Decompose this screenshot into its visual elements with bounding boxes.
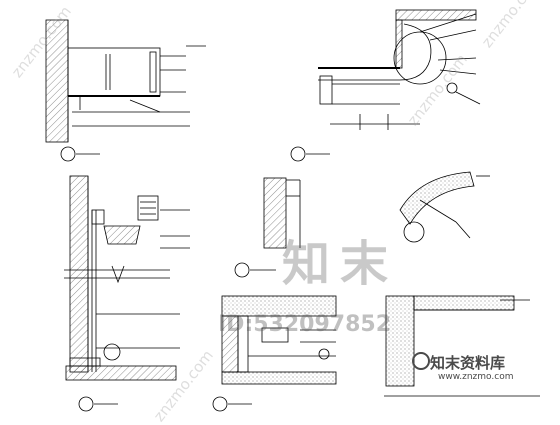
watermark-main-text: 知末 bbox=[282, 236, 399, 292]
brand-logo-icon bbox=[412, 352, 430, 370]
detail-3 bbox=[64, 175, 190, 412]
detail-1 bbox=[45, 19, 206, 162]
watermark-id-text: ID:532097852 bbox=[218, 312, 392, 337]
detail-2 bbox=[290, 9, 481, 162]
detail-5 bbox=[212, 295, 337, 412]
detail-6 bbox=[384, 171, 540, 397]
watermark-url: www.znzmo.com bbox=[438, 372, 514, 382]
watermark-brand: 知末资料库 bbox=[430, 354, 506, 372]
detail-4 bbox=[234, 177, 301, 278]
